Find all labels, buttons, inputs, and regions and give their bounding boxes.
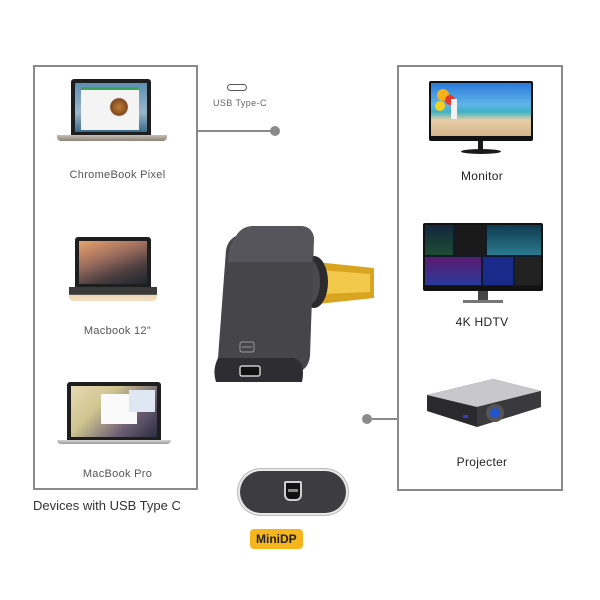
mini-displayport-icon — [284, 481, 302, 501]
minidp-badge: MiniDP — [250, 529, 303, 549]
device-label: Macbook 12" — [83, 325, 152, 337]
4k-hdtv-device: 4K HDTV — [423, 223, 543, 333]
macbook-12-device: Macbook 12" — [55, 235, 180, 337]
macbook-pro-device: MacBook Pro — [55, 380, 180, 480]
device-label: ChromeBook Pixel — [69, 169, 166, 181]
target-devices-panel: Monitor 4K HDTV — [397, 65, 563, 491]
usbc-label: USB Type-C — [213, 98, 267, 108]
monitor-device: Monitor — [429, 81, 539, 183]
projector-icon — [423, 377, 543, 442]
device-label: MacBook Pro — [82, 468, 153, 480]
usbc-to-minidp-adapter — [212, 226, 374, 388]
source-devices-caption: Devices with USB Type C — [33, 498, 181, 513]
output-connector-dot — [362, 414, 372, 424]
output-connector-line — [372, 418, 398, 420]
device-label: Projecter — [456, 455, 508, 469]
usbc-connector-line — [198, 130, 272, 132]
chromebook-pixel-device: ChromeBook Pixel — [55, 79, 180, 181]
minidp-port-illustration — [240, 471, 346, 513]
projector-device: Projecter — [423, 377, 543, 477]
device-label: Monitor — [460, 169, 504, 183]
source-devices-panel: ChromeBook Pixel Macbook 12" MacBook Pro — [33, 65, 198, 490]
usb-c-port-icon — [227, 84, 247, 91]
usbc-connector-dot — [270, 126, 280, 136]
device-label: 4K HDTV — [455, 315, 509, 329]
